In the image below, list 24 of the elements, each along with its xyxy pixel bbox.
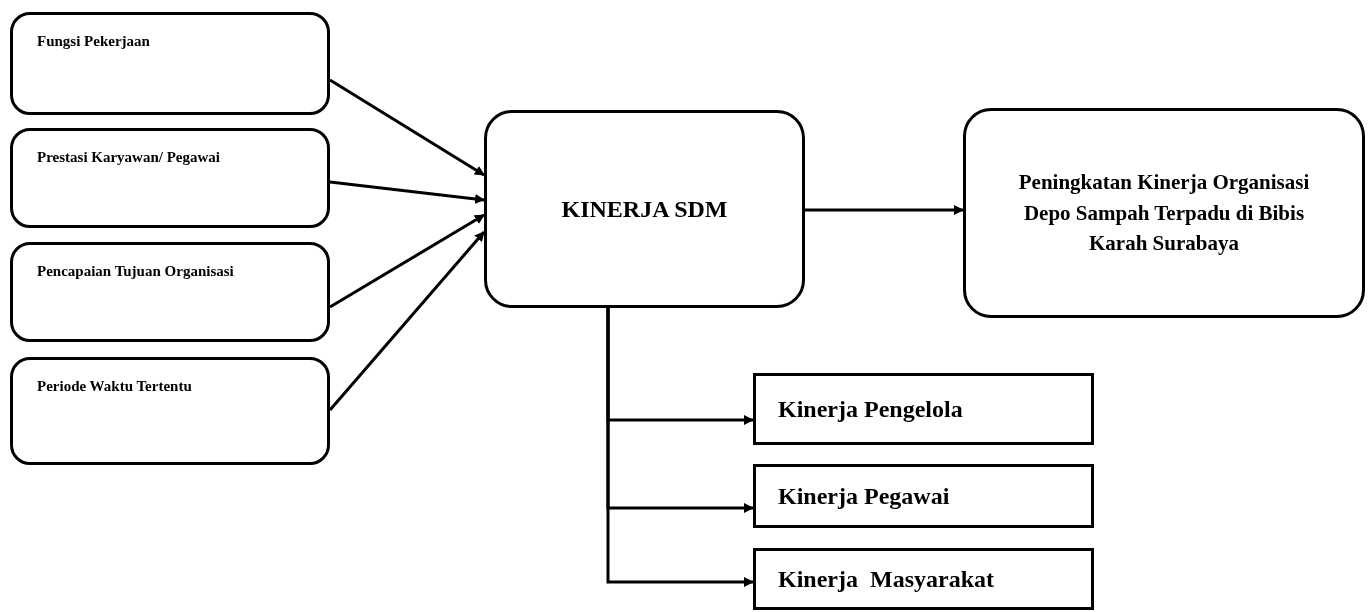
box-label: Prestasi Karyawan/ Pegawai [37,149,222,166]
arrow [606,308,754,587]
box-label: Periode Waktu Tertentu [37,378,193,395]
arrow [329,180,485,204]
box-label: KINERJA SDM [561,195,728,223]
rounded-box [963,108,1365,318]
box-label: Pencapaian Tujuan Organisasi [37,263,235,280]
rectangle-box [753,548,1094,610]
arrow [805,205,964,215]
arrow [328,231,486,411]
rounded-box [10,12,330,115]
box-label: Kinerja Pengelola [778,395,963,423]
box-label: Fungsi Pekerjaan [37,33,151,50]
box-label: Kinerja Masyarakat [778,565,994,593]
rounded-box [484,110,805,308]
box-label: Peningkatan Kinerja Organisasi Depo Sampah Terpadu di Bibis Karah Surabaya [1017,169,1311,258]
arrow [329,213,485,309]
rectangle-box [753,373,1094,445]
rounded-box [10,128,330,228]
box-label: Kinerja Pegawai [778,482,950,510]
rectangle-box [753,464,1094,528]
rounded-box [10,242,330,342]
arrow [329,78,485,177]
rounded-box [10,357,330,465]
